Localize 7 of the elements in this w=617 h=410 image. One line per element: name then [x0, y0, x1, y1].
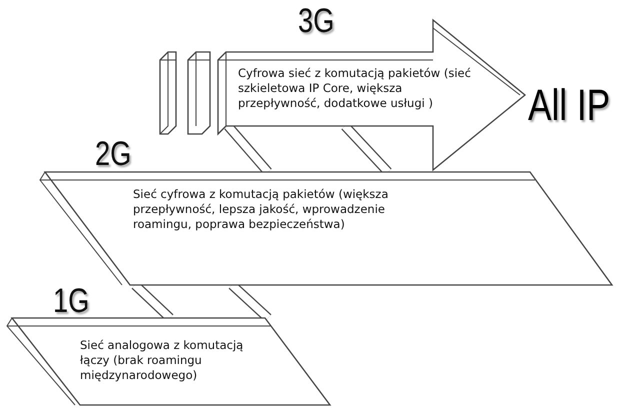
description-text: Sieć analogowa z komutacją łączy (brak roamingu międzynarodowego) — [80, 338, 244, 383]
generation-heading: 2G — [95, 137, 132, 171]
description-text: Cyfrowa sieć z komutacją pakietów (sieć szkieletowa IP Core, większa przepływność, dodatkowe usługi ) — [238, 66, 472, 111]
generation-heading: 3G — [298, 4, 334, 38]
network-label: All IP — [528, 84, 610, 128]
generation-heading: 1G — [53, 284, 90, 318]
description-text: Sieć cyfrowa z komutacją pakietów (większa przepływność, lepsza jakość, wprowadzenie roamingu, poprawa bezpieczeństwa) — [133, 187, 390, 232]
